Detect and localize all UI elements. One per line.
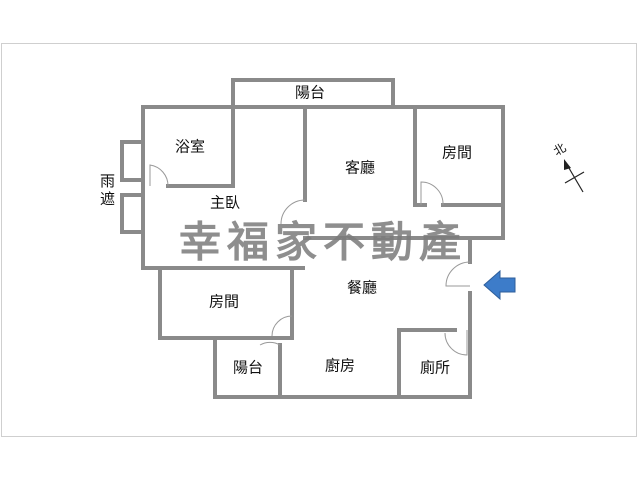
room-label-master-bedroom: 主臥 — [210, 194, 240, 212]
room-label-balcony-bottom: 陽台 — [233, 359, 263, 377]
walls — [120, 78, 505, 399]
room-label-toilet: 廁所 — [420, 359, 450, 377]
entrance-arrow-icon — [483, 269, 516, 301]
room-label-dining-room: 餐廳 — [347, 279, 377, 297]
room-label-bathroom: 浴室 — [175, 138, 205, 156]
image-frame — [1, 43, 637, 437]
room-label-living-room: 客廳 — [345, 159, 375, 177]
room-label-bedroom-sw: 房間 — [209, 293, 239, 311]
room-label-kitchen: 廚房 — [325, 357, 355, 375]
north-arrow-icon — [564, 159, 585, 193]
room-label-bedroom-ne: 房間 — [442, 144, 472, 162]
watermark: 幸福家不動產 — [179, 218, 467, 267]
room-label-rain-cover: 雨遮 — [100, 172, 116, 208]
doors — [149, 164, 471, 356]
north-label: 北 — [551, 141, 568, 159]
room-label-balcony-top: 陽台 — [295, 84, 325, 102]
